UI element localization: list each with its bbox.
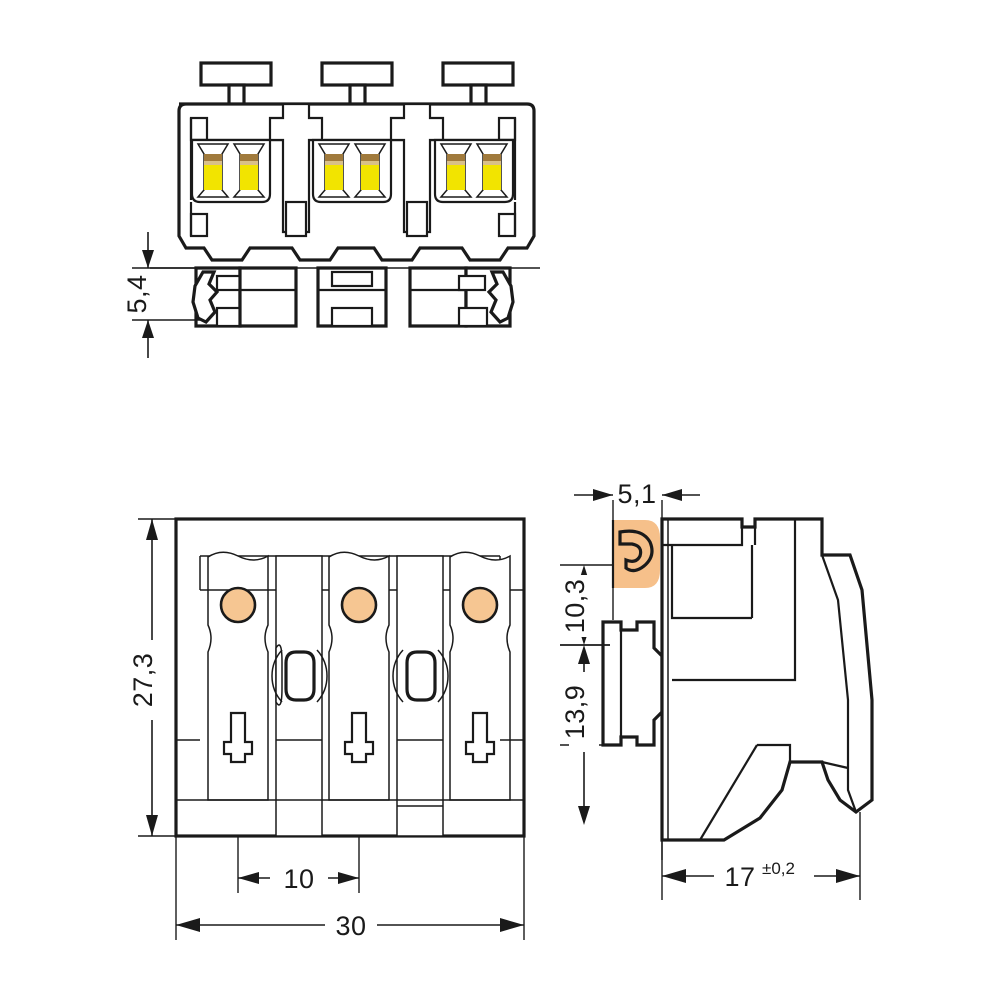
dimension-10: 10 xyxy=(237,836,360,894)
pole-separators xyxy=(268,102,445,234)
dimension-27-3: 27,3 xyxy=(128,518,176,837)
dimension-tolerance-17: ±0,2 xyxy=(762,859,795,878)
dimension-label-5-1: 5,1 xyxy=(617,479,656,509)
dimension-13-9: 13,9 xyxy=(560,644,610,825)
dimension-label-17: 17 xyxy=(724,862,755,892)
dimension-label-13-9: 13,9 xyxy=(560,685,590,740)
dimension-10-3: 10,3 xyxy=(560,564,613,646)
dimension-label-30: 30 xyxy=(335,911,366,941)
marker-dot-2 xyxy=(340,586,378,624)
contact-groups xyxy=(190,138,515,204)
contact-group-3 xyxy=(433,138,515,204)
mounting-clips xyxy=(191,266,515,328)
contact-group-1 xyxy=(190,138,272,204)
marker-dot-3 xyxy=(461,586,499,624)
dimension-label-5-4: 5,4 xyxy=(122,274,152,313)
dimension-17: 17 ±0,2 xyxy=(661,812,861,900)
mounting-holes xyxy=(271,644,449,706)
dimension-label-10-3: 10,3 xyxy=(560,579,590,634)
front-view xyxy=(174,517,526,838)
side-body xyxy=(660,517,874,842)
side-view xyxy=(601,500,874,860)
marker-dot-1 xyxy=(219,586,257,624)
tool-slot-symbols xyxy=(222,711,496,764)
dimension-5-4: 5,4 xyxy=(122,232,200,358)
top-view xyxy=(150,61,540,328)
dimension-label-27-3: 27,3 xyxy=(128,653,158,708)
dimension-label-10: 10 xyxy=(283,864,314,894)
marker-dots xyxy=(219,586,499,624)
plug-nose xyxy=(601,620,664,747)
contact-group-2 xyxy=(311,138,393,204)
dimension-30: 30 xyxy=(175,836,525,942)
clamping-spring xyxy=(611,520,660,588)
dimension-5-1: 5,1 xyxy=(574,479,700,509)
